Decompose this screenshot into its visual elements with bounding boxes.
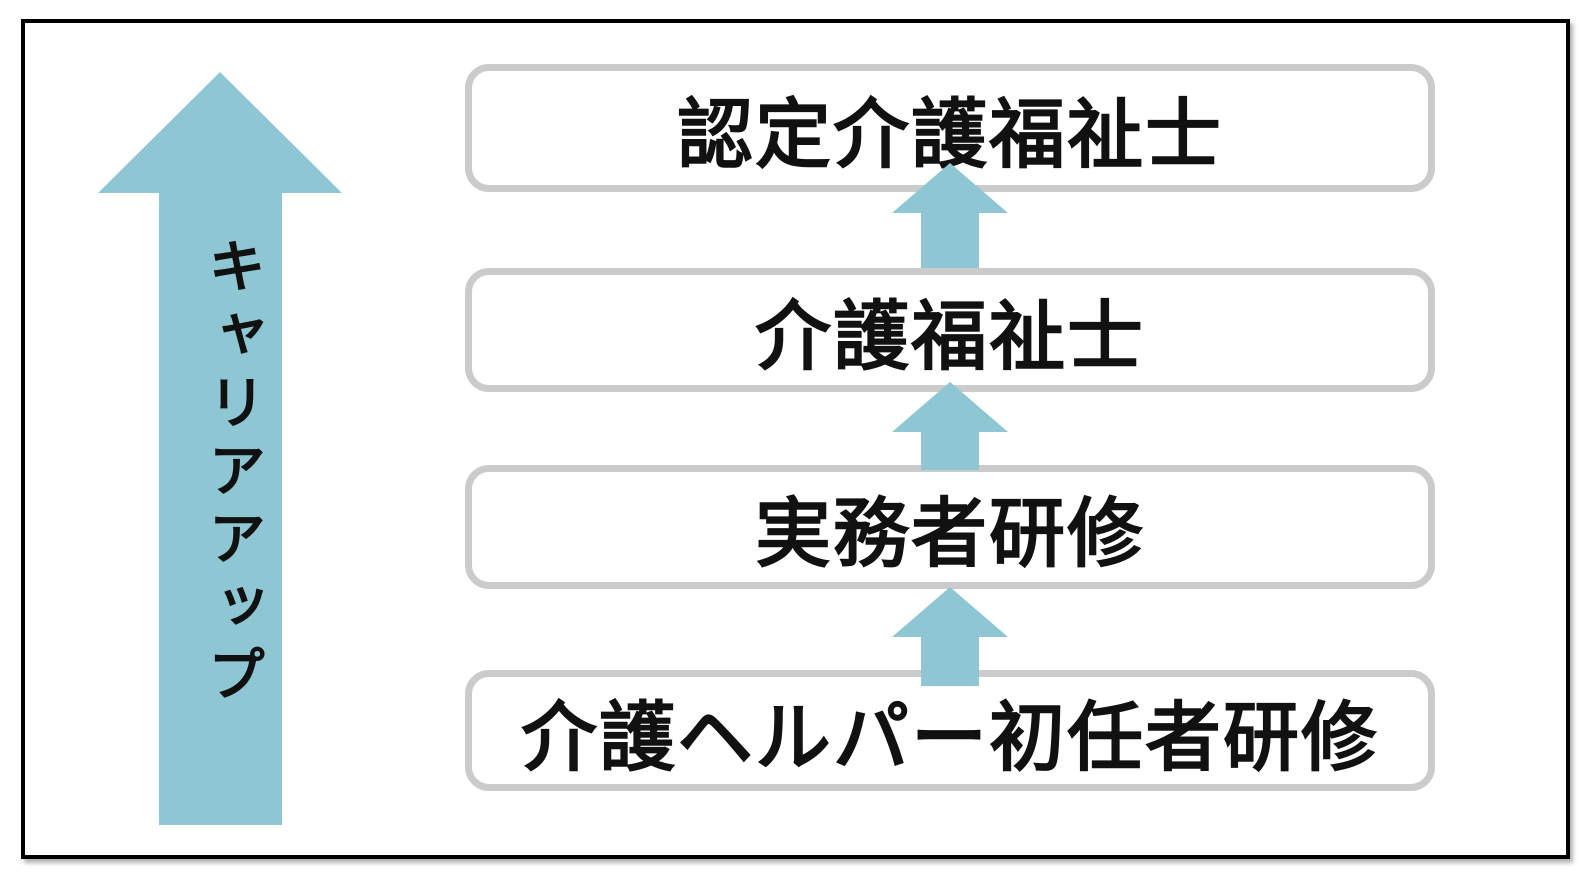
career-up-label: キャリアアップ xyxy=(199,236,264,712)
level-label: 認定介護福祉士 xyxy=(677,93,1223,178)
level-label: 実務者研修 xyxy=(755,492,1145,577)
level-label: 介護ヘルパー初任者研修 xyxy=(521,695,1379,781)
level-box-beginner-training: 介護ヘルパー初任者研修 xyxy=(465,670,1435,791)
level-label: 介護福祉士 xyxy=(755,295,1145,380)
level-box-practical-training: 実務者研修 xyxy=(465,465,1435,589)
level-box-care-worker: 介護福祉士 xyxy=(465,268,1435,392)
